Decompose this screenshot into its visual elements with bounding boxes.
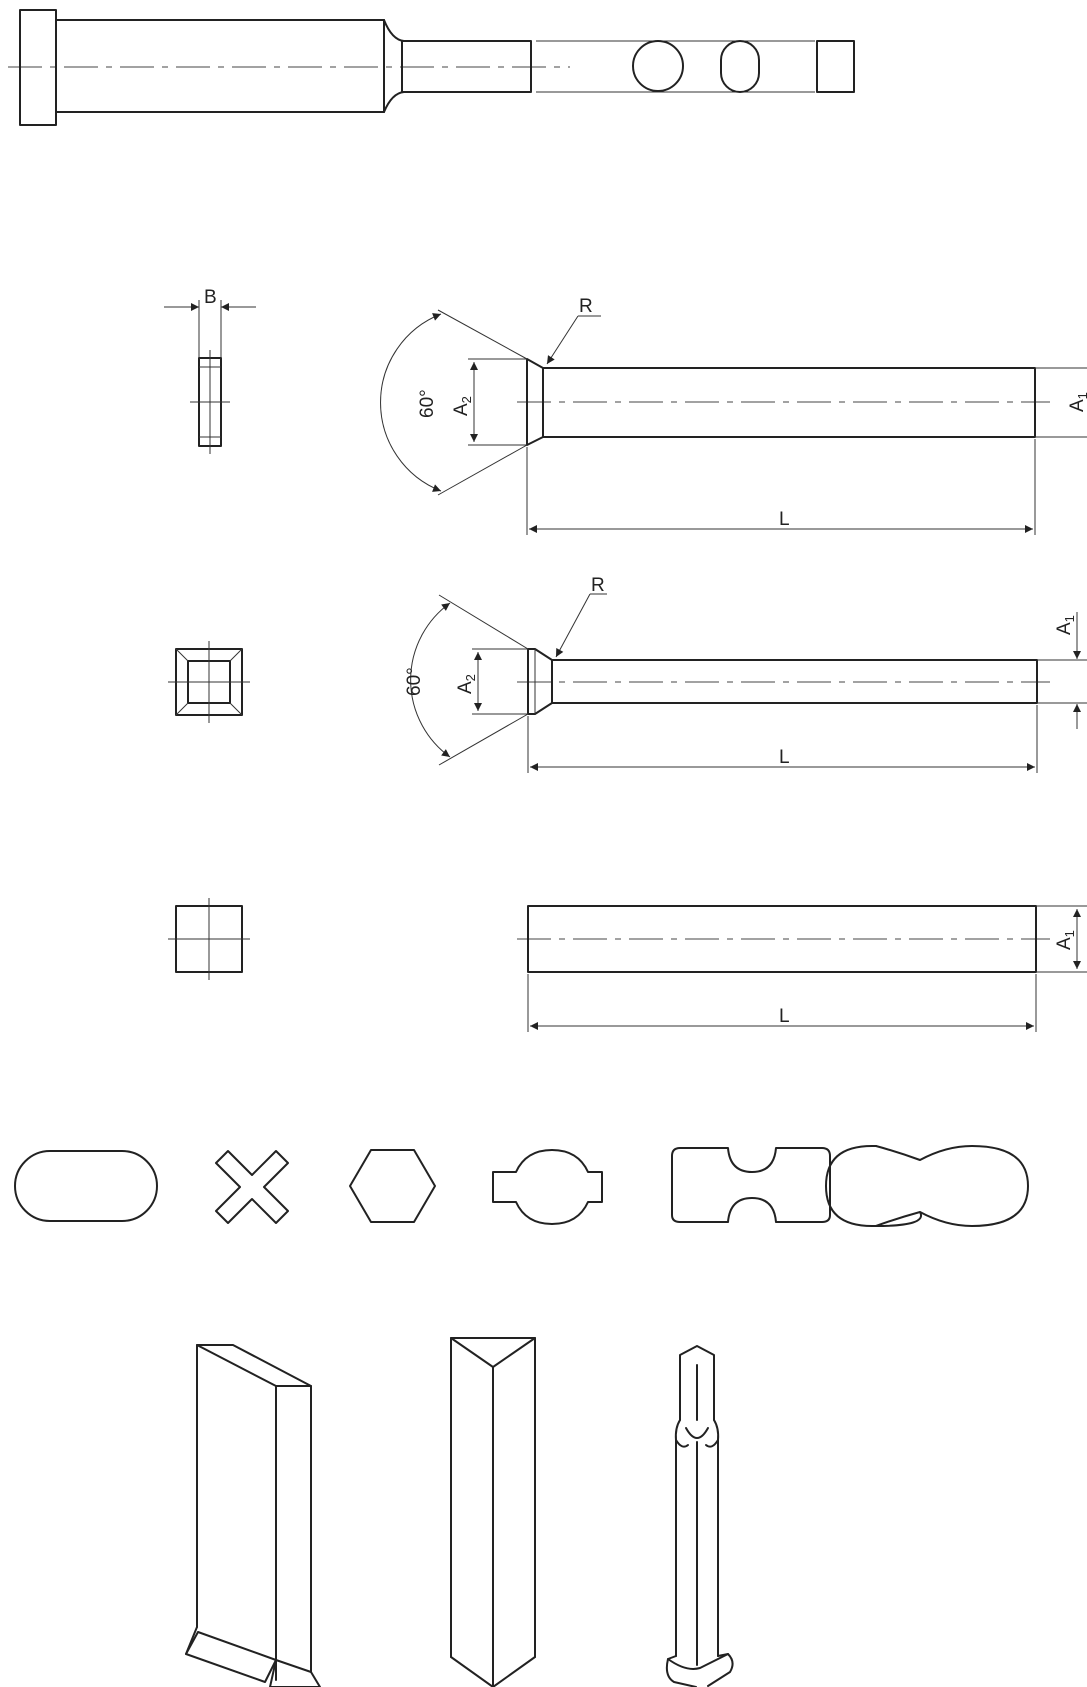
large-dia-label-2: A1 xyxy=(1054,615,1077,635)
square-tapered-side-view: A2 60° R A1 L xyxy=(404,575,1087,773)
radius-label: R xyxy=(579,296,593,317)
oblong-section xyxy=(720,40,760,93)
round-section xyxy=(632,40,684,92)
length-label: L xyxy=(779,509,790,530)
cross-section-options xyxy=(536,40,855,93)
keyed-round-profile xyxy=(492,1149,603,1225)
square-tapered-end-view xyxy=(168,641,250,723)
iso-flat-blade xyxy=(185,1344,321,1687)
square-plain-end-view xyxy=(168,898,250,980)
iso-triangular-bar xyxy=(450,1337,536,1687)
square-plain-side-view: A1 L xyxy=(517,905,1087,1032)
angle-label-2: 60° xyxy=(404,667,425,696)
rectangular-section xyxy=(816,40,855,93)
profile-shapes xyxy=(14,1144,1029,1227)
cross-profile xyxy=(215,1150,289,1224)
angle-label: 60° xyxy=(417,389,438,418)
length-label-3: L xyxy=(779,1006,790,1027)
obround-profile xyxy=(14,1150,158,1222)
width-label: B xyxy=(204,287,217,308)
small-dia-label-2: A2 xyxy=(455,674,478,694)
large-dia-label: A1 xyxy=(1067,392,1087,412)
hexagon-profile xyxy=(349,1149,436,1223)
radius-label-2: R xyxy=(591,575,605,596)
double-notch-profile xyxy=(671,1147,831,1223)
length-label-2: L xyxy=(779,747,790,768)
double-lobe-profile xyxy=(871,1144,1029,1227)
iso-keyed-punch xyxy=(665,1345,734,1687)
stepped-punch xyxy=(8,9,570,126)
large-dia-label-3: A1 xyxy=(1054,930,1077,950)
small-dia-label: A2 xyxy=(451,396,474,416)
rect-blank-side-view: A2 60° R A1 L xyxy=(380,296,1087,535)
rect-blank-end-view: B xyxy=(164,287,256,454)
